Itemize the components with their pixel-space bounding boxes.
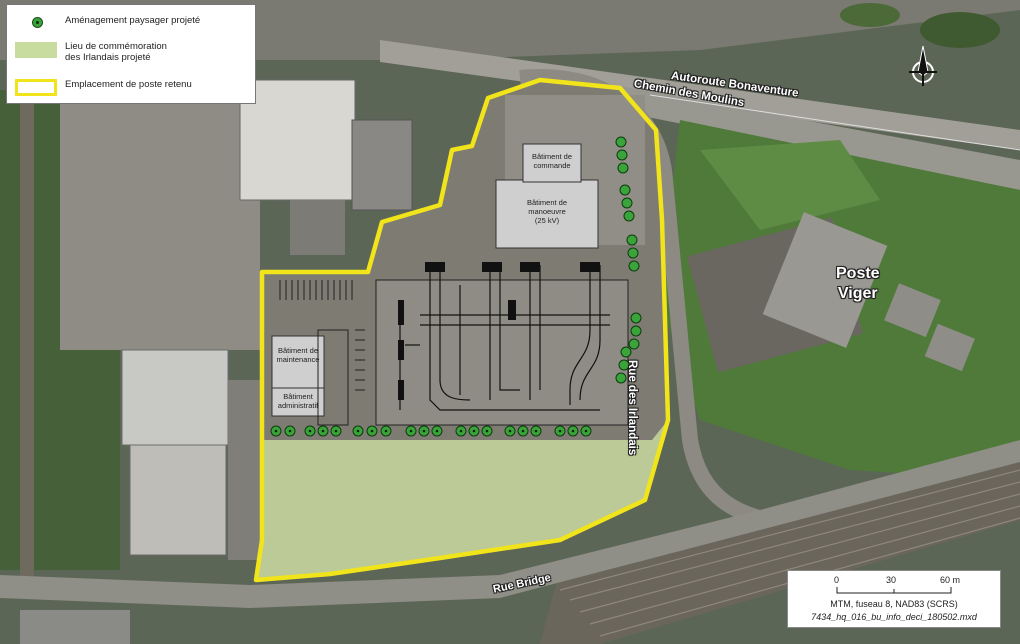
map-legend: Aménagement paysager projeté Lieu de com… [6, 4, 256, 104]
label-poste-viger: Poste Viger [836, 265, 880, 302]
north-arrow-icon [909, 45, 937, 86]
scale-projection: MTM, fuseau 8, NAD83 (SCRS) [830, 599, 958, 609]
scale-file: 7434_hq_016_bu_info_deci_180502.mxd [811, 612, 977, 622]
legend-label: des Irlandais projeté [65, 52, 151, 63]
yellow-outline-swatch [15, 79, 57, 96]
legend-label: Emplacement de poste retenu [65, 79, 192, 90]
label-batiment-administratif: Bâtiment administratif [277, 392, 319, 410]
scale-bar-panel: 0 30 60 m MTM, fuseau 8, NAD83 (SCRS) 74… [787, 570, 1001, 628]
green-dot-icon [32, 17, 43, 28]
scale-tick-0: 0 [834, 575, 840, 585]
label-batiment-maintenance: Bâtiment de maintenance [276, 346, 320, 364]
scale-tick-30: 30 [886, 575, 897, 585]
legend-label: Aménagement paysager projeté [65, 15, 201, 26]
scale-tick-60: 60 m [940, 575, 961, 585]
commemoration-area-swatch [15, 42, 57, 58]
scale-bar [836, 587, 952, 594]
legend-label: Lieu de commémoration [65, 41, 167, 52]
label-batiment-commande: Bâtiment de commande [531, 152, 573, 170]
site-outline [253, 77, 671, 583]
label-batiment-manoeuvre: Bâtiment de manoeuvre (25 kV) [526, 198, 568, 225]
label-rue-des-irlandais: Rue des Irlandais [626, 360, 638, 456]
